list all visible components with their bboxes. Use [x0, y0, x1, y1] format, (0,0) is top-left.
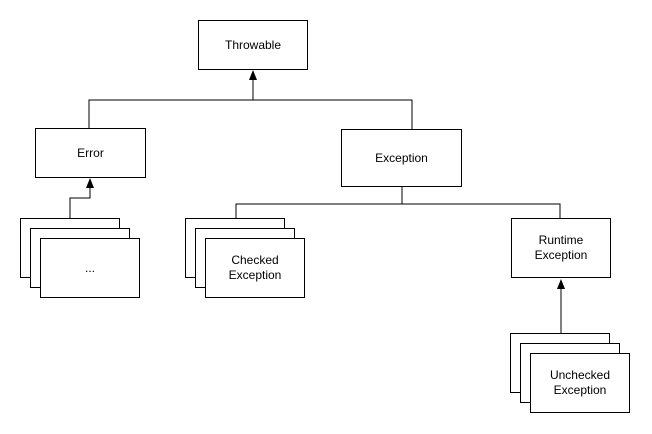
stack-error-subclasses-front-card: ... [40, 238, 140, 298]
stack-unchecked-exception: Unchecked Exception [510, 333, 631, 414]
arrowhead-into-throwable [249, 70, 257, 80]
edge-checked-runtime-branch [235, 203, 561, 218]
node-error: Error [35, 128, 146, 178]
stack-error-subclasses: ... [20, 218, 141, 299]
node-exception: Exception [341, 129, 462, 187]
node-runtime-exception-label: Runtime Exception [534, 233, 588, 262]
node-error-label: Error [77, 145, 104, 160]
stack-error-subclasses-label: ... [84, 260, 95, 275]
stack-checked-exception: Checked Exception [185, 218, 306, 299]
node-runtime-exception: Runtime Exception [511, 218, 611, 278]
stack-checked-exception-label: Checked Exception [228, 253, 282, 282]
stack-unchecked-front-card: Unchecked Exception [530, 353, 630, 413]
stack-checked-front-card: Checked Exception [205, 238, 305, 298]
stack-unchecked-exception-label: Unchecked Exception [549, 368, 611, 397]
node-throwable: Throwable [198, 20, 308, 70]
edge-subclasses-to-error [69, 187, 91, 218]
arrowhead-into-runtime-exception [557, 279, 565, 289]
node-throwable-label: Throwable [224, 37, 282, 52]
edge-error-exception-to-throwable [88, 99, 413, 129]
node-exception-label: Exception [375, 150, 428, 165]
arrowhead-into-error [86, 178, 94, 188]
